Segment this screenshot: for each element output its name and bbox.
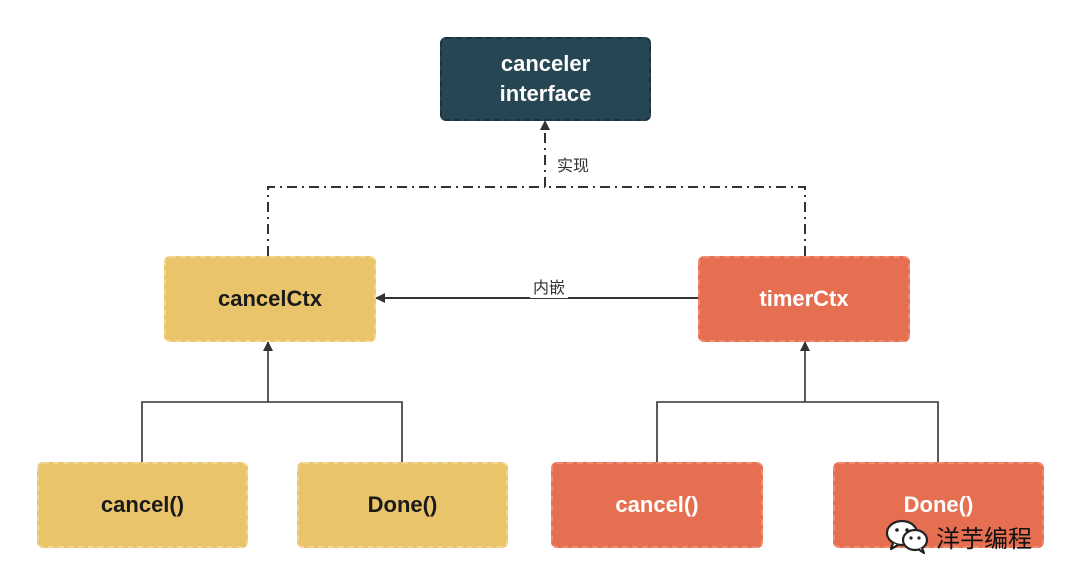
edge-implements [267,120,806,256]
node-done-left: Done() [297,462,508,548]
edge-right-cancel [656,401,805,462]
node-done-right: Done() [833,462,1044,548]
node-cancelctx: cancelCtx [164,256,376,342]
edge-left-cancel [141,401,268,462]
watermark-text: 洋芋编程 [936,524,1032,553]
node-cancel-left: cancel() [37,462,248,548]
edge-implements-right [545,186,806,256]
edge-implements-left [267,186,545,256]
node-timerctx: timerCtx [698,256,910,342]
watermark: 洋芋编程 [884,518,1032,554]
node-canceler-interface: canceler interface [440,37,651,121]
edge-left-methods [141,341,403,462]
node-cancel-right: cancel() [551,462,763,548]
edge-right-done [805,401,939,462]
wechat-icon [885,519,929,554]
edge-right-methods [656,341,939,462]
edge-label-implements: 实现 [554,152,593,176]
edge-left-done [268,401,403,462]
edge-label-embeds: 内嵌 [530,274,569,298]
